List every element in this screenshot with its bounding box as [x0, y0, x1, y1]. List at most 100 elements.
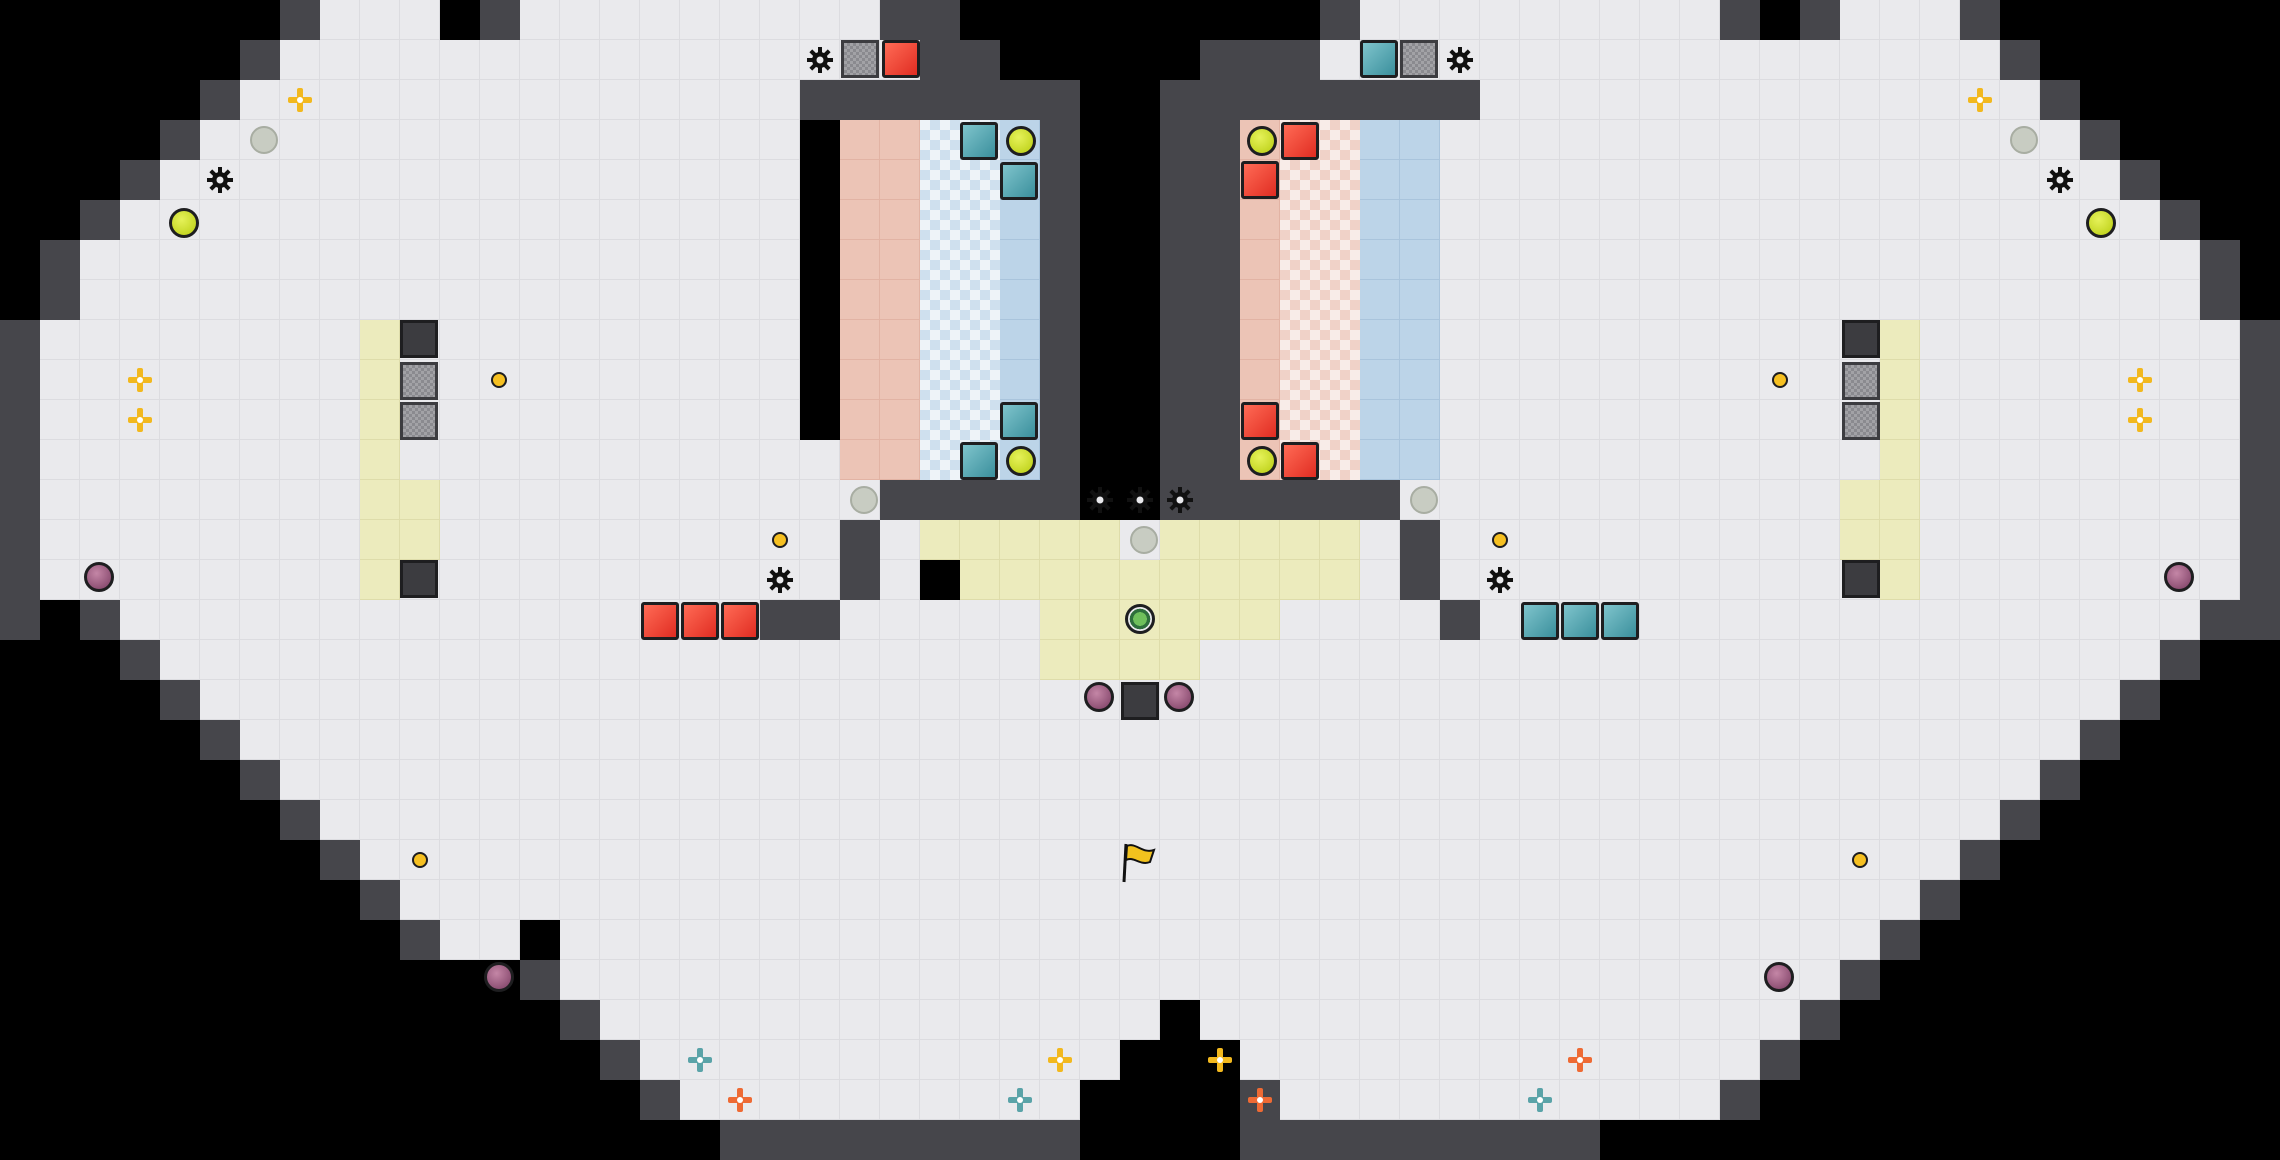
red-block[interactable] [1241, 402, 1279, 440]
plus-cross-icon[interactable] [1045, 1045, 1075, 1075]
spike-icon[interactable] [1445, 45, 1475, 75]
spike-icon[interactable] [1485, 565, 1515, 595]
plum-orb[interactable] [84, 562, 114, 592]
grey-block[interactable] [841, 40, 879, 78]
teal-block[interactable] [1521, 602, 1559, 640]
floor-tile [1960, 440, 2000, 480]
dark-block[interactable] [400, 560, 438, 598]
ghost-orb[interactable] [850, 486, 878, 514]
plus-cross-icon[interactable] [2125, 405, 2155, 435]
goal-icon[interactable] [1125, 604, 1155, 634]
red-block[interactable] [1241, 161, 1279, 199]
flag-icon[interactable] [1120, 840, 1160, 884]
floor-tile [1840, 720, 1880, 760]
floor-tile [1600, 200, 1640, 240]
floor-tile [960, 720, 1000, 760]
dark-block[interactable] [400, 320, 438, 358]
floor-tile [720, 760, 760, 800]
spike-icon[interactable] [1125, 485, 1155, 515]
floor-tile [880, 920, 920, 960]
floor-tile [720, 800, 760, 840]
coin[interactable] [412, 852, 428, 868]
floor-tile [560, 280, 600, 320]
lime-orb[interactable] [2086, 208, 2116, 238]
floor-tile [1400, 360, 1440, 400]
ghost-orb[interactable] [2010, 126, 2038, 154]
spike-icon[interactable] [1085, 485, 1115, 515]
plus-cross-icon[interactable] [2125, 365, 2155, 395]
teal-block[interactable] [960, 442, 998, 480]
red-block[interactable] [1281, 122, 1319, 160]
floor-tile [1960, 40, 2000, 80]
floor-tile [1960, 520, 2000, 560]
floor-tile [320, 280, 360, 320]
floor-tile [1960, 320, 2000, 360]
plus-cross-icon[interactable] [1965, 85, 1995, 115]
floor-tile [120, 200, 160, 240]
plum-orb[interactable] [1164, 682, 1194, 712]
coin[interactable] [491, 372, 507, 388]
ghost-orb[interactable] [1130, 526, 1158, 554]
floor-tile [160, 160, 200, 200]
teal-block[interactable] [1601, 602, 1639, 640]
dark-block[interactable] [1121, 682, 1159, 720]
ghost-orb[interactable] [1410, 486, 1438, 514]
spike-icon[interactable] [805, 45, 835, 75]
floor-tile [840, 720, 880, 760]
lime-orb[interactable] [1247, 126, 1277, 156]
red-block[interactable] [1281, 442, 1319, 480]
spike-icon[interactable] [765, 565, 795, 595]
plus-cross-icon[interactable] [1565, 1045, 1595, 1075]
dark-block[interactable] [1842, 320, 1880, 358]
plus-cross-icon[interactable] [685, 1045, 715, 1075]
grey-block[interactable] [1400, 40, 1438, 78]
floor-tile [480, 40, 520, 80]
coin[interactable] [1852, 852, 1868, 868]
lime-orb[interactable] [169, 208, 199, 238]
plum-orb[interactable] [2164, 562, 2194, 592]
plus-cross-icon[interactable] [1005, 1085, 1035, 1115]
teal-block[interactable] [1000, 162, 1038, 200]
grey-block[interactable] [1842, 362, 1880, 400]
red-block[interactable] [681, 602, 719, 640]
spike-icon[interactable] [1165, 485, 1195, 515]
red-block[interactable] [641, 602, 679, 640]
teal-block[interactable] [960, 122, 998, 160]
plus-cross-icon[interactable] [725, 1085, 755, 1115]
teal-block[interactable] [1561, 602, 1599, 640]
coin[interactable] [1492, 532, 1508, 548]
plus-cross-icon[interactable] [125, 405, 155, 435]
floor-tile [1200, 560, 1240, 600]
ghost-orb[interactable] [250, 126, 278, 154]
grey-block[interactable] [400, 402, 438, 440]
grey-block[interactable] [1842, 402, 1880, 440]
plus-cross-icon[interactable] [1525, 1085, 1555, 1115]
plus-cross-icon[interactable] [285, 85, 315, 115]
lime-orb[interactable] [1006, 446, 1036, 476]
spike-icon[interactable] [2045, 165, 2075, 195]
floor-tile [880, 1000, 920, 1040]
red-block[interactable] [882, 40, 920, 78]
floor-tile [1600, 920, 1640, 960]
plus-cross-icon[interactable] [1245, 1085, 1275, 1115]
plum-orb[interactable] [484, 962, 514, 992]
plum-orb[interactable] [1764, 962, 1794, 992]
floor-tile [1400, 160, 1440, 200]
lime-orb[interactable] [1006, 126, 1036, 156]
floor-tile [1520, 1000, 1560, 1040]
grey-block[interactable] [400, 362, 438, 400]
teal-block[interactable] [1000, 402, 1038, 440]
floor-tile [1680, 1040, 1720, 1080]
lime-orb[interactable] [1247, 446, 1277, 476]
wall-segment [2240, 320, 2280, 360]
plus-cross-icon[interactable] [125, 365, 155, 395]
spike-icon[interactable] [205, 165, 235, 195]
red-block[interactable] [721, 602, 759, 640]
coin[interactable] [772, 532, 788, 548]
plum-orb[interactable] [1084, 682, 1114, 712]
teal-block[interactable] [1360, 40, 1398, 78]
plus-cross-icon[interactable] [1205, 1045, 1235, 1075]
floor-tile [1400, 320, 1440, 360]
dark-block[interactable] [1842, 560, 1880, 598]
coin[interactable] [1772, 372, 1788, 388]
